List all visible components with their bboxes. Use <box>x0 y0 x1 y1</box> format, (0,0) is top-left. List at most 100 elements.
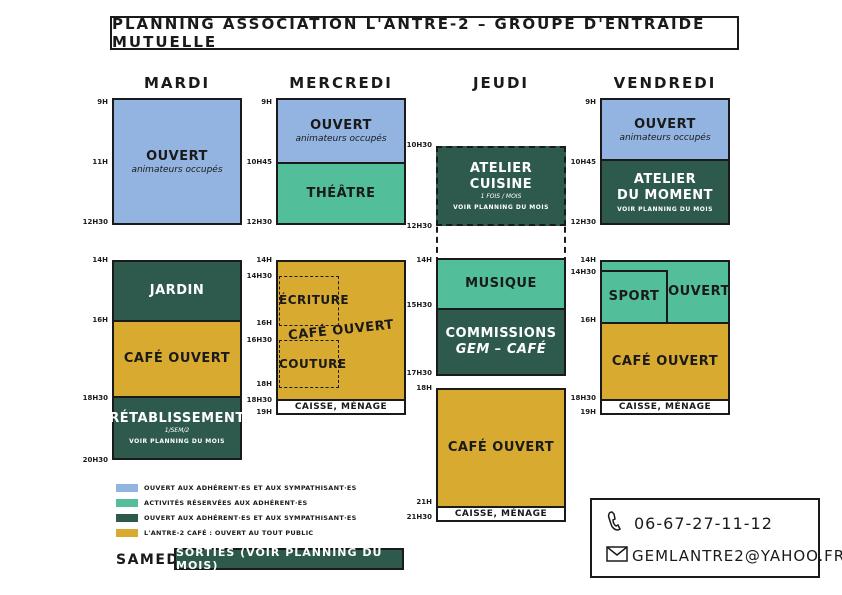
time-label: 9H <box>261 98 272 106</box>
time-label: 9H <box>97 98 108 106</box>
block-jeudi-cafe: CAFÉ OUVERT <box>436 388 566 508</box>
day-header-mercredi: MERCREDI <box>289 74 393 92</box>
block-vendredi-caisse: CAISSE, MÉNAGE <box>600 399 730 415</box>
time-label: 18H30 <box>246 396 272 404</box>
time-label: 17H30 <box>406 369 432 377</box>
block-label: RÉTABLISSEMENT <box>109 411 245 426</box>
block-vendredi-ouvert: OUVERT animateurs occupés <box>600 98 730 161</box>
block-label: OUVERT <box>310 118 372 133</box>
contact-email[interactable]: GEMLANTRE2@YAHOO.FR <box>632 547 842 565</box>
page-title: PLANNING ASSOCIATION L'ANTRE-2 – GROUPE … <box>110 15 739 51</box>
time-label: 10H45 <box>246 158 272 166</box>
time-label: 11H <box>92 158 108 166</box>
activity-couture: COUTURE <box>279 357 347 371</box>
legend-text: OUVERT AUX ADHÉRENT·ES ET AUX SYMPATHISA… <box>144 484 357 492</box>
time-label: 18H <box>416 384 432 392</box>
time-label: 16H <box>580 316 596 324</box>
time-label: 9H <box>585 98 596 106</box>
block-jeudi-commissions: COMMISSIONS GEM – CAFÉ <box>436 308 566 376</box>
block-jeudi-musique: MUSIQUE <box>436 258 566 310</box>
time-label: 18H30 <box>570 394 596 402</box>
time-label: 14H <box>256 256 272 264</box>
time-label: 21H <box>416 498 432 506</box>
block-label-2: GEM – CAFÉ <box>455 342 547 357</box>
legend-swatch <box>116 499 138 507</box>
block-label-2: DU MOMENT <box>617 187 713 203</box>
block-mercredi-caisse: CAISSE, MÉNAGE <box>276 399 406 415</box>
time-label: 18H30 <box>82 394 108 402</box>
day-header-mardi: MARDI <box>143 74 211 92</box>
time-label: 16H <box>256 319 272 327</box>
time-label: 12H30 <box>406 222 432 230</box>
legend-item: ACTIVITÉS RÉSERVÉES AUX ADHÉRENT·ES <box>116 499 307 507</box>
legend-item: OUVERT AUX ADHÉRENT·ES ET AUX SYMPATHISA… <box>116 514 357 522</box>
block-label: CAFÉ OUVERT <box>123 351 231 366</box>
block-label: ATELIER CUISINE <box>469 161 533 192</box>
legend-item: L'ANTRE-2 CAFÉ : OUVERT AU TOUT PUBLIC <box>116 529 314 537</box>
time-label: 15H30 <box>406 301 432 309</box>
block-label: MUSIQUE <box>465 276 537 291</box>
legend-item: OUVERT AUX ADHÉRENT·ES ET AUX SYMPATHISA… <box>116 484 357 492</box>
legend-text: L'ANTRE-2 CAFÉ : OUVERT AU TOUT PUBLIC <box>144 529 314 537</box>
time-label: 12H30 <box>246 218 272 226</box>
block-vendredi-ouvert-2: OUVERT <box>668 284 730 299</box>
time-label: 21H30 <box>406 513 432 521</box>
phone-icon <box>606 510 626 536</box>
block-sub: animateurs occupés <box>131 164 223 175</box>
block-label: OUVERT <box>634 116 696 132</box>
block-label: SPORT <box>608 289 660 304</box>
time-label: 20H30 <box>82 456 108 464</box>
block-sub: animateurs occupés <box>619 132 711 143</box>
block-label: JARDIN <box>149 283 205 298</box>
block-label: COMMISSIONS <box>445 326 557 341</box>
envelope-icon <box>606 546 628 566</box>
legend-text: OUVERT AUX ADHÉRENT·ES ET AUX SYMPATHISA… <box>144 514 357 522</box>
block-label: THÉÂTRE <box>306 185 376 201</box>
time-label: 18H <box>256 380 272 388</box>
block-sub: 1 FOIS / MOIS <box>480 193 522 200</box>
block-mercredi-ouvert: OUVERT animateurs occupés <box>276 98 406 164</box>
time-label: 16H30 <box>246 336 272 344</box>
page-title-text: PLANNING ASSOCIATION L'ANTRE-2 – GROUPE … <box>112 15 706 51</box>
legend-swatch <box>116 529 138 537</box>
block-note: VOIR PLANNING DU MOIS <box>453 204 549 211</box>
legend-text: ACTIVITÉS RÉSERVÉES AUX ADHÉRENT·ES <box>144 499 308 507</box>
time-label: 14H30 <box>246 272 272 280</box>
time-label: 14H <box>92 256 108 264</box>
activity-ecriture: ÉCRITURE <box>279 293 350 307</box>
block-label: CAISSE, MÉNAGE <box>454 509 548 519</box>
block-label: CAFÉ OUVERT <box>611 353 719 369</box>
block-mardi-cafe: CAFÉ OUVERT <box>112 320 242 398</box>
block-label: CAISSE, MÉNAGE <box>618 402 712 412</box>
time-label: 10H45 <box>570 158 596 166</box>
day-header-jeudi: JEUDI <box>472 74 530 92</box>
time-label: 16H <box>92 316 108 324</box>
block-sub: 1/SEM/2 <box>164 427 190 434</box>
block-jeudi-cuisine: ATELIER CUISINE 1 FOIS / MOIS VOIR PLANN… <box>436 146 566 226</box>
block-mercredi-cafe: CAFÉ OUVERT <box>276 260 406 401</box>
legend-swatch <box>116 514 138 522</box>
dashed-frame-couture <box>279 340 339 388</box>
block-vendredi-cafe: CAFÉ OUVERT <box>600 322 730 401</box>
contact-phone-row: 06-67-27-11-12 <box>606 510 773 536</box>
block-label: CAFÉ OUVERT <box>447 440 555 455</box>
day-header-vendredi: VENDREDI <box>613 74 717 92</box>
contact-phone[interactable]: 06-67-27-11-12 <box>634 513 773 533</box>
time-label: 10H30 <box>406 141 432 149</box>
block-mercredi-theatre: THÉÂTRE <box>276 162 406 225</box>
samedi-sorties-text: SORTIES (VOIR PLANNING DU MOIS) <box>176 546 383 572</box>
legend-swatch <box>116 484 138 492</box>
block-vendredi-atelier: ATELIER DU MOMENT VOIR PLANNING DU MOIS <box>600 159 730 225</box>
samedi-label: SAMEDI <box>116 552 187 568</box>
block-note: VOIR PLANNING DU MOIS <box>129 438 225 445</box>
time-label: 19H <box>256 408 272 416</box>
block-mardi-retablissement: RÉTABLISSEMENT 1/SEM/2 VOIR PLANNING DU … <box>109 396 245 460</box>
block-note: VOIR PLANNING DU MOIS <box>617 205 713 213</box>
time-label: 14H <box>580 256 596 264</box>
block-vendredi-sport: SPORT <box>600 270 668 324</box>
time-label: 12H30 <box>570 218 596 226</box>
time-label: 14H30 <box>570 268 596 276</box>
dashed-frame-ecriture <box>279 276 339 326</box>
time-label: 12H30 <box>82 218 108 226</box>
block-label: ATELIER <box>633 171 697 187</box>
